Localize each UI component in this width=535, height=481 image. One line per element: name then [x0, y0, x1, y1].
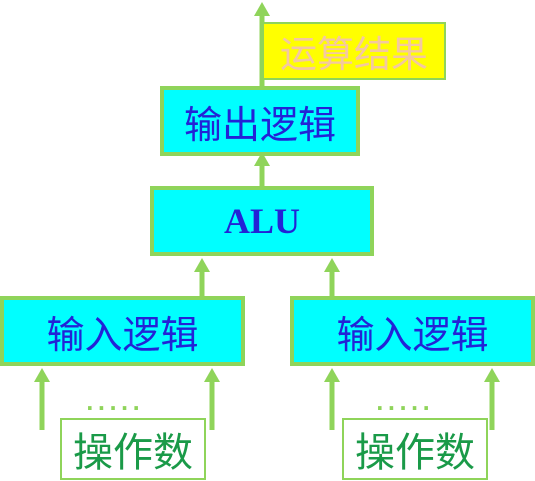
- operand-left-box: 操作数: [60, 418, 206, 480]
- input-logic-left-box: 输入逻辑: [0, 296, 245, 366]
- arrowhead-left-input-to-alu: [194, 258, 210, 272]
- operand-right-box: 操作数: [342, 418, 488, 480]
- operand-left-label: 操作数: [73, 430, 193, 476]
- ellipsis-right: ·····: [376, 396, 434, 420]
- result-label: 运算结果: [280, 33, 428, 76]
- arrowhead-output-to-result: [254, 2, 270, 16]
- operand-right-label: 操作数: [355, 430, 475, 476]
- arrowhead-left-operand-2: [204, 368, 220, 382]
- alu-label: ALU: [223, 201, 300, 241]
- arrowhead-right-operand-2: [484, 368, 500, 382]
- result-box: 运算结果: [262, 22, 446, 80]
- alu-box: ALU: [150, 186, 374, 256]
- arrowhead-right-input-to-alu: [324, 258, 340, 272]
- input-logic-left-label: 输入逻辑: [46, 312, 199, 357]
- output-logic-box: 输出逻辑: [160, 86, 360, 156]
- arrowhead-alu-to-output: [254, 152, 270, 166]
- ellipsis-left: ·····: [86, 396, 144, 420]
- output-logic-label: 输出逻辑: [183, 102, 336, 147]
- arrowhead-left-operand-1: [34, 368, 50, 382]
- input-logic-right-box: 输入逻辑: [290, 296, 535, 366]
- input-logic-right-label: 输入逻辑: [336, 312, 489, 357]
- arrowhead-right-operand-1: [324, 368, 340, 382]
